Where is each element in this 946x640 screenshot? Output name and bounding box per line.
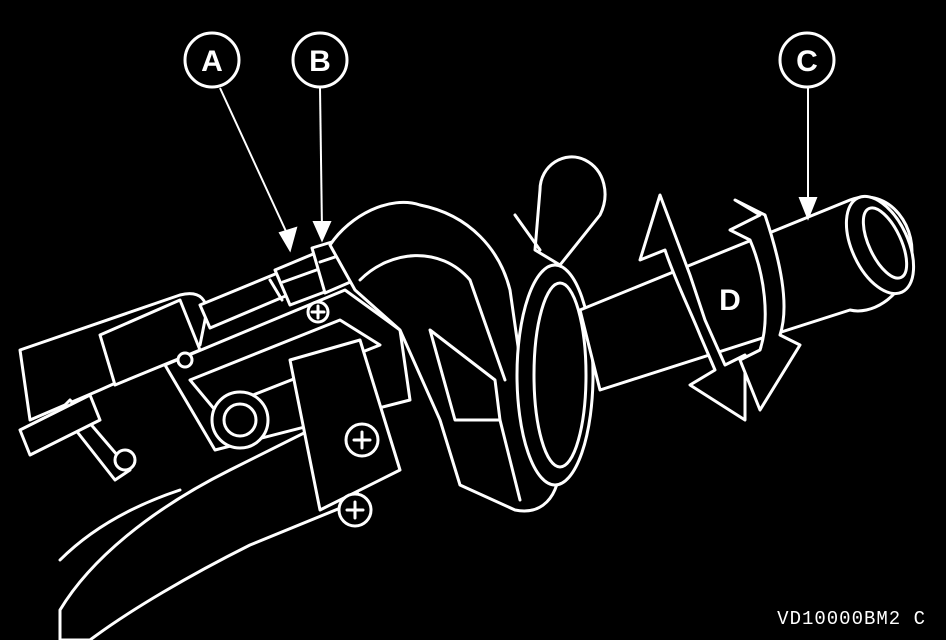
leader-arrow-a [278, 226, 298, 253]
callout-c-label: C [796, 45, 818, 78]
callout-a: A [183, 31, 241, 89]
callout-b: B [291, 31, 349, 89]
leader-line-b [319, 87, 323, 231]
rotation-arrow [638, 193, 802, 422]
callout-a-label: A [201, 45, 223, 78]
leader-arrow-b [312, 221, 332, 243]
leader-arrow-c [798, 197, 818, 221]
left-lever-assembly [18, 292, 208, 482]
throttle-grip [578, 194, 916, 392]
handlebar-clamp [163, 288, 412, 528]
grip-flange [515, 263, 595, 487]
leader-lines [219, 87, 818, 253]
figure-code: VD10000BM2 C [777, 608, 926, 630]
leader-line-a [219, 87, 291, 241]
callout-c: C [778, 31, 836, 89]
callout-d-label: D [719, 284, 741, 317]
callout-b-label: B [309, 45, 331, 78]
cable-loop [513, 155, 607, 267]
